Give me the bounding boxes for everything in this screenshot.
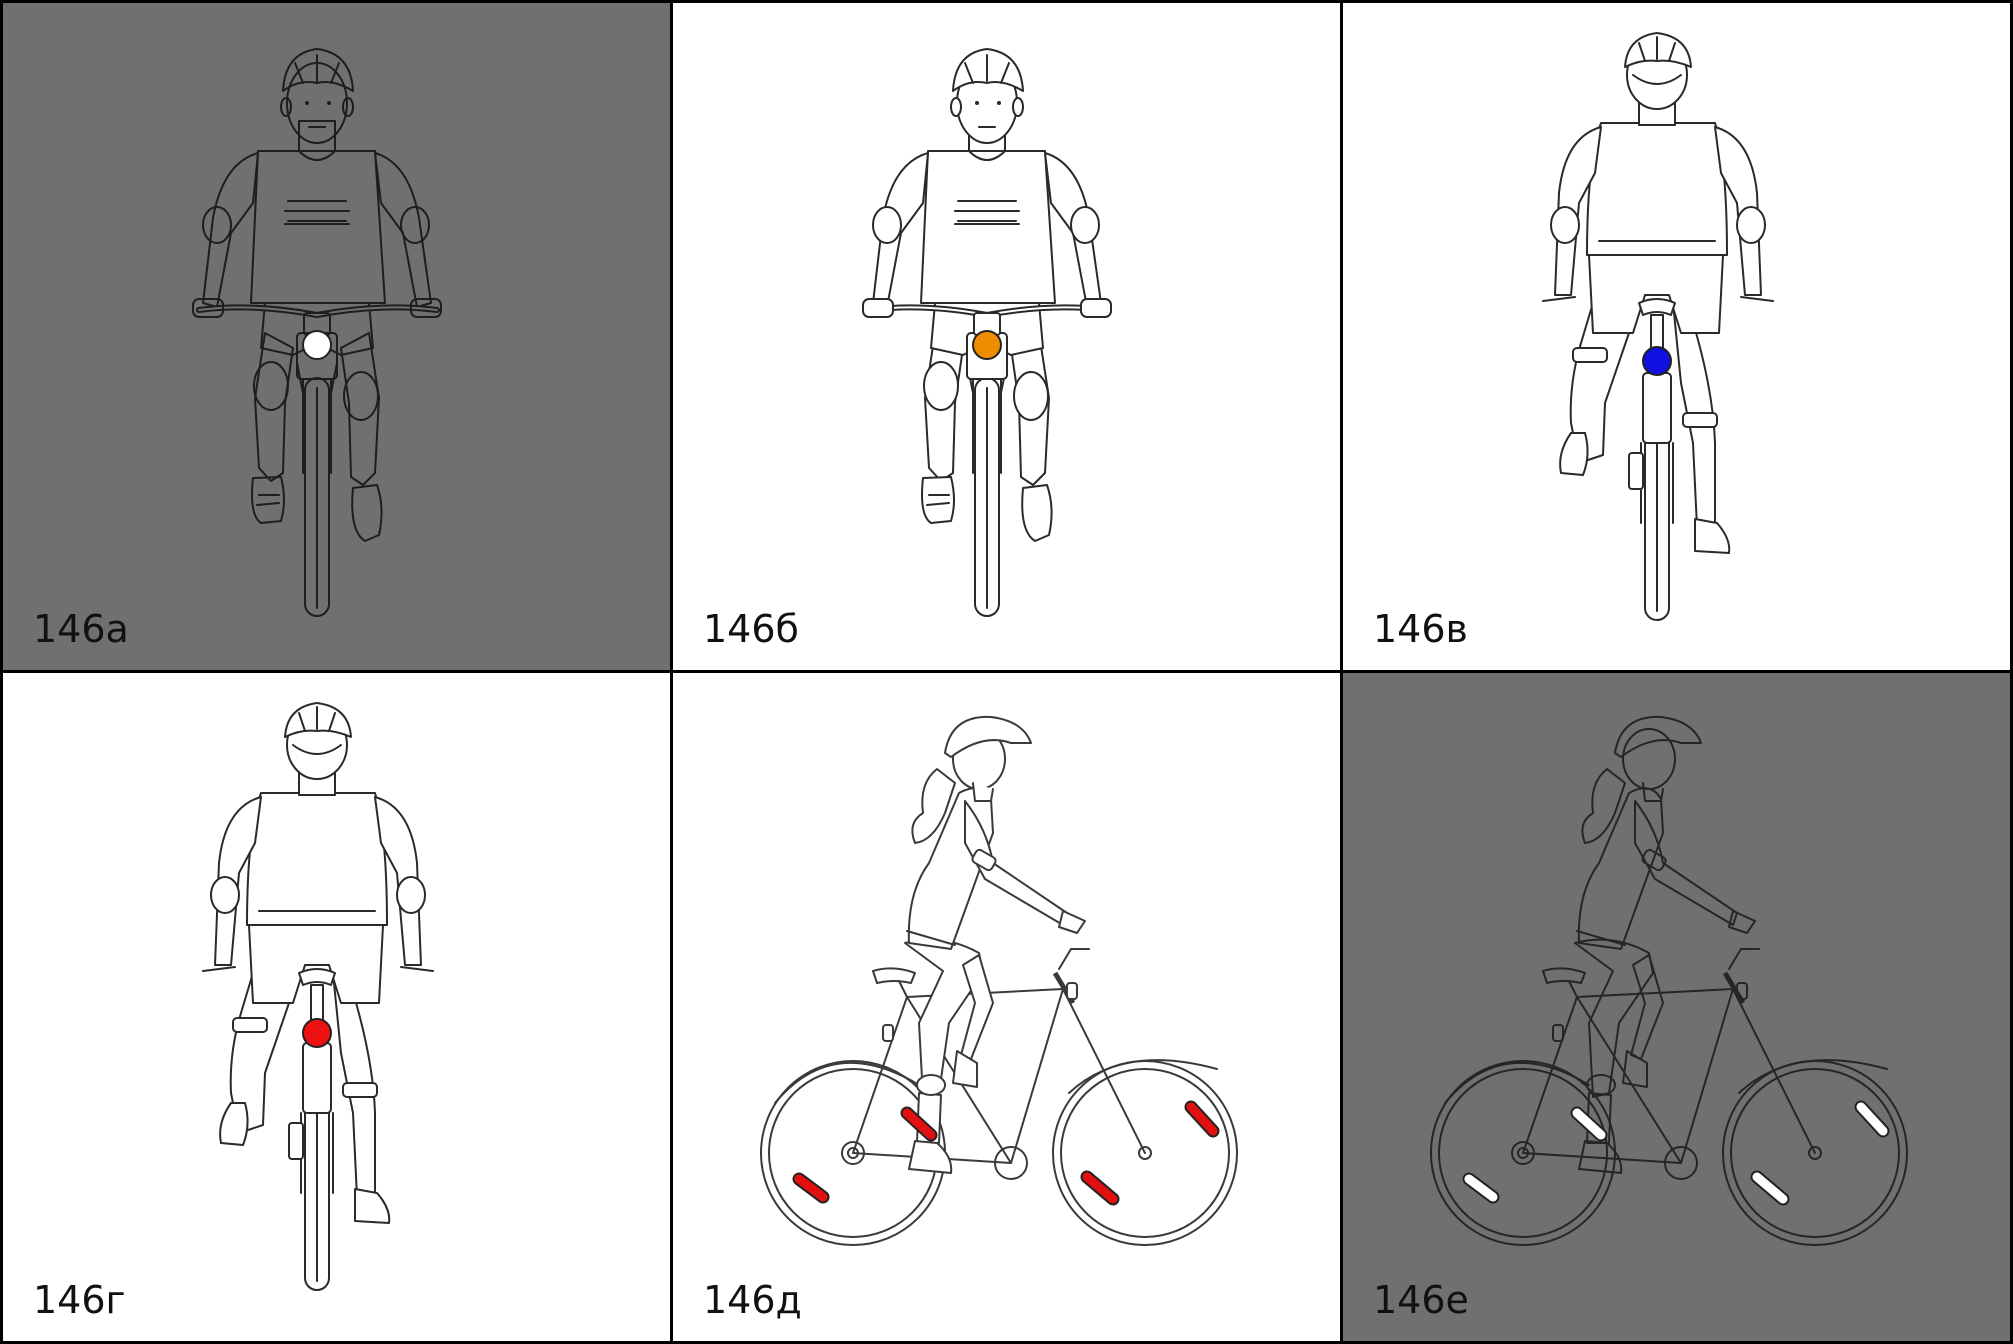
panel-146b: 146б — [673, 3, 1340, 670]
panel-caption: 146е — [1373, 1281, 1469, 1319]
panel-146e: 146е — [1343, 673, 2010, 1341]
cyclist-rear-illustration — [3, 673, 670, 1341]
cyclist-rear-illustration — [1343, 3, 2010, 670]
panel-146a: 146а — [3, 3, 670, 670]
panel-caption: 146д — [703, 1281, 802, 1319]
reflector-orange — [973, 331, 1001, 359]
cyclist-front-illustration — [3, 3, 670, 670]
panel-146g: 146г — [3, 673, 670, 1341]
reflector-red — [303, 1019, 331, 1047]
panel-caption: 146г — [33, 1281, 126, 1319]
panel-caption: 146б — [703, 610, 799, 648]
reflector-white — [303, 331, 331, 359]
panel-caption: 146в — [1373, 610, 1468, 648]
reflector-blue — [1643, 347, 1671, 375]
panel-146v: 146в — [1343, 3, 2010, 670]
cyclist-side-illustration — [673, 673, 1340, 1341]
cyclist-side-illustration — [1343, 673, 2010, 1341]
cyclist-front-illustration — [673, 3, 1340, 670]
panel-146d: 146д — [673, 673, 1340, 1341]
panel-caption: 146а — [33, 610, 129, 648]
